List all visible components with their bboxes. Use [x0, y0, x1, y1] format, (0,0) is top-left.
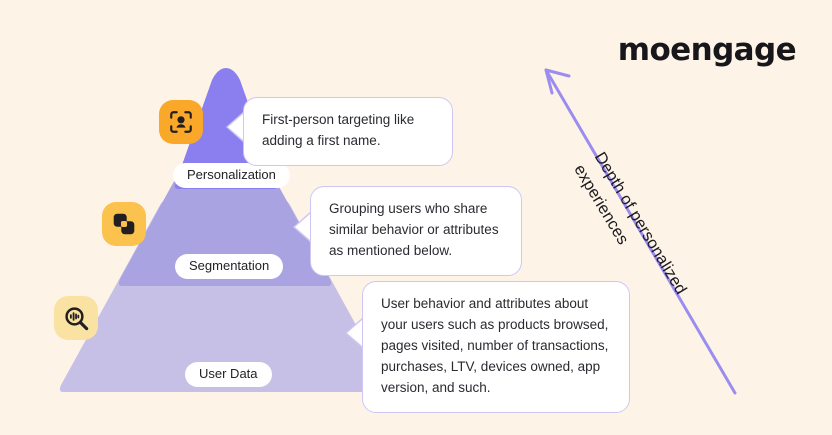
callout-tail-personalization: [226, 112, 243, 142]
callout-tail-segmentation: [293, 212, 310, 242]
tier-label-segmentation: Segmentation: [175, 254, 284, 280]
callout-tail-user-data: [345, 318, 362, 348]
callout-segmentation: Grouping users who share similar behavio…: [310, 186, 522, 276]
callout-user-data: User behavior and attributes about your …: [362, 281, 630, 413]
person-focus-icon: [159, 100, 203, 144]
tier-label-personalization: Personalization: [173, 163, 290, 189]
data-search-glyph: [64, 306, 88, 330]
layers-icon: [102, 202, 146, 246]
moengage-logo: moengage: [617, 32, 797, 68]
callout-personalization: First-person targeting like adding a fir…: [243, 97, 453, 166]
layers-glyph: [113, 213, 135, 235]
person-focus-glyph: [170, 111, 192, 133]
data-search-icon: [54, 296, 98, 340]
tier-label-user-data: User Data: [185, 362, 272, 388]
